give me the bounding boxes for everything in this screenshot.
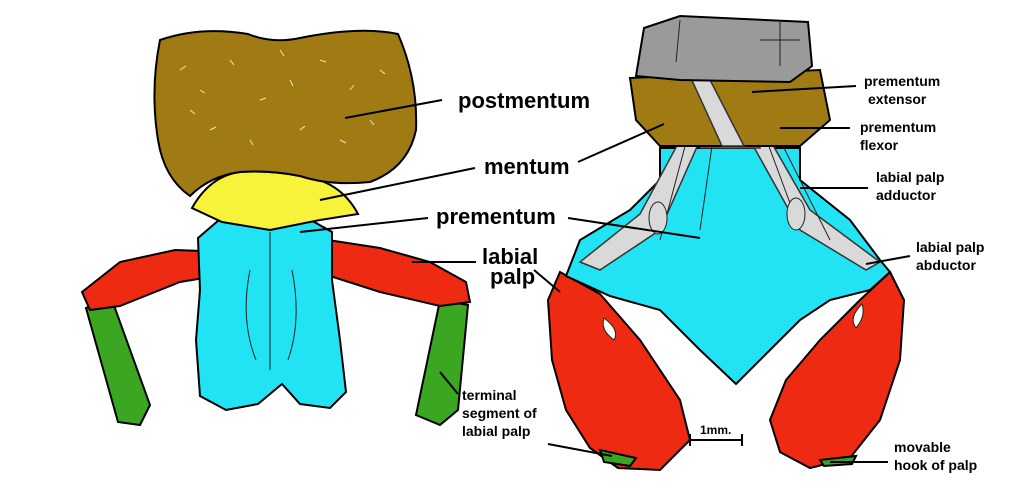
label-prementum-flexor-line2: flexor bbox=[860, 137, 899, 153]
label-labial-palp-line2: palp bbox=[490, 264, 535, 289]
left-terminal-segment-right bbox=[416, 300, 468, 425]
left-prementum-body bbox=[196, 214, 346, 410]
label-movable-hook-line1: movable bbox=[894, 439, 951, 455]
label-postmentum: postmentum bbox=[458, 88, 590, 113]
scale-bar: 1mm. bbox=[690, 423, 742, 446]
right-figure-labium-muscles bbox=[548, 16, 904, 470]
label-prementum-flexor-line1: prementum bbox=[860, 119, 936, 135]
label-labial-palp-abductor-line1: labial palp bbox=[916, 239, 984, 255]
scale-bar-label: 1mm. bbox=[700, 423, 731, 437]
label-terminal-line2: segment of bbox=[462, 405, 537, 421]
label-mentum: mentum bbox=[484, 154, 570, 179]
right-gray-sclerite bbox=[636, 16, 812, 82]
label-terminal-line1: terminal bbox=[462, 387, 516, 403]
muscle-attachment-right bbox=[787, 198, 805, 230]
muscle-attachment-left bbox=[649, 202, 667, 234]
label-prementum-extensor-line2: extensor bbox=[868, 91, 927, 107]
label-prementum-extensor-line1: prementum bbox=[864, 73, 940, 89]
label-terminal-line3: labial palp bbox=[462, 423, 530, 439]
left-terminal-segment-left bbox=[86, 300, 150, 425]
left-figure-labium-ventral bbox=[82, 31, 470, 425]
label-labial-palp-adductor-line2: adductor bbox=[876, 187, 936, 203]
left-labial-palp-right bbox=[328, 240, 470, 306]
label-movable-hook-line2: hook of palp bbox=[894, 457, 977, 473]
label-prementum: prementum bbox=[436, 204, 556, 229]
label-labial-palp-abductor-line2: abductor bbox=[916, 257, 976, 273]
label-labial-palp-adductor-line1: labial palp bbox=[876, 169, 944, 185]
